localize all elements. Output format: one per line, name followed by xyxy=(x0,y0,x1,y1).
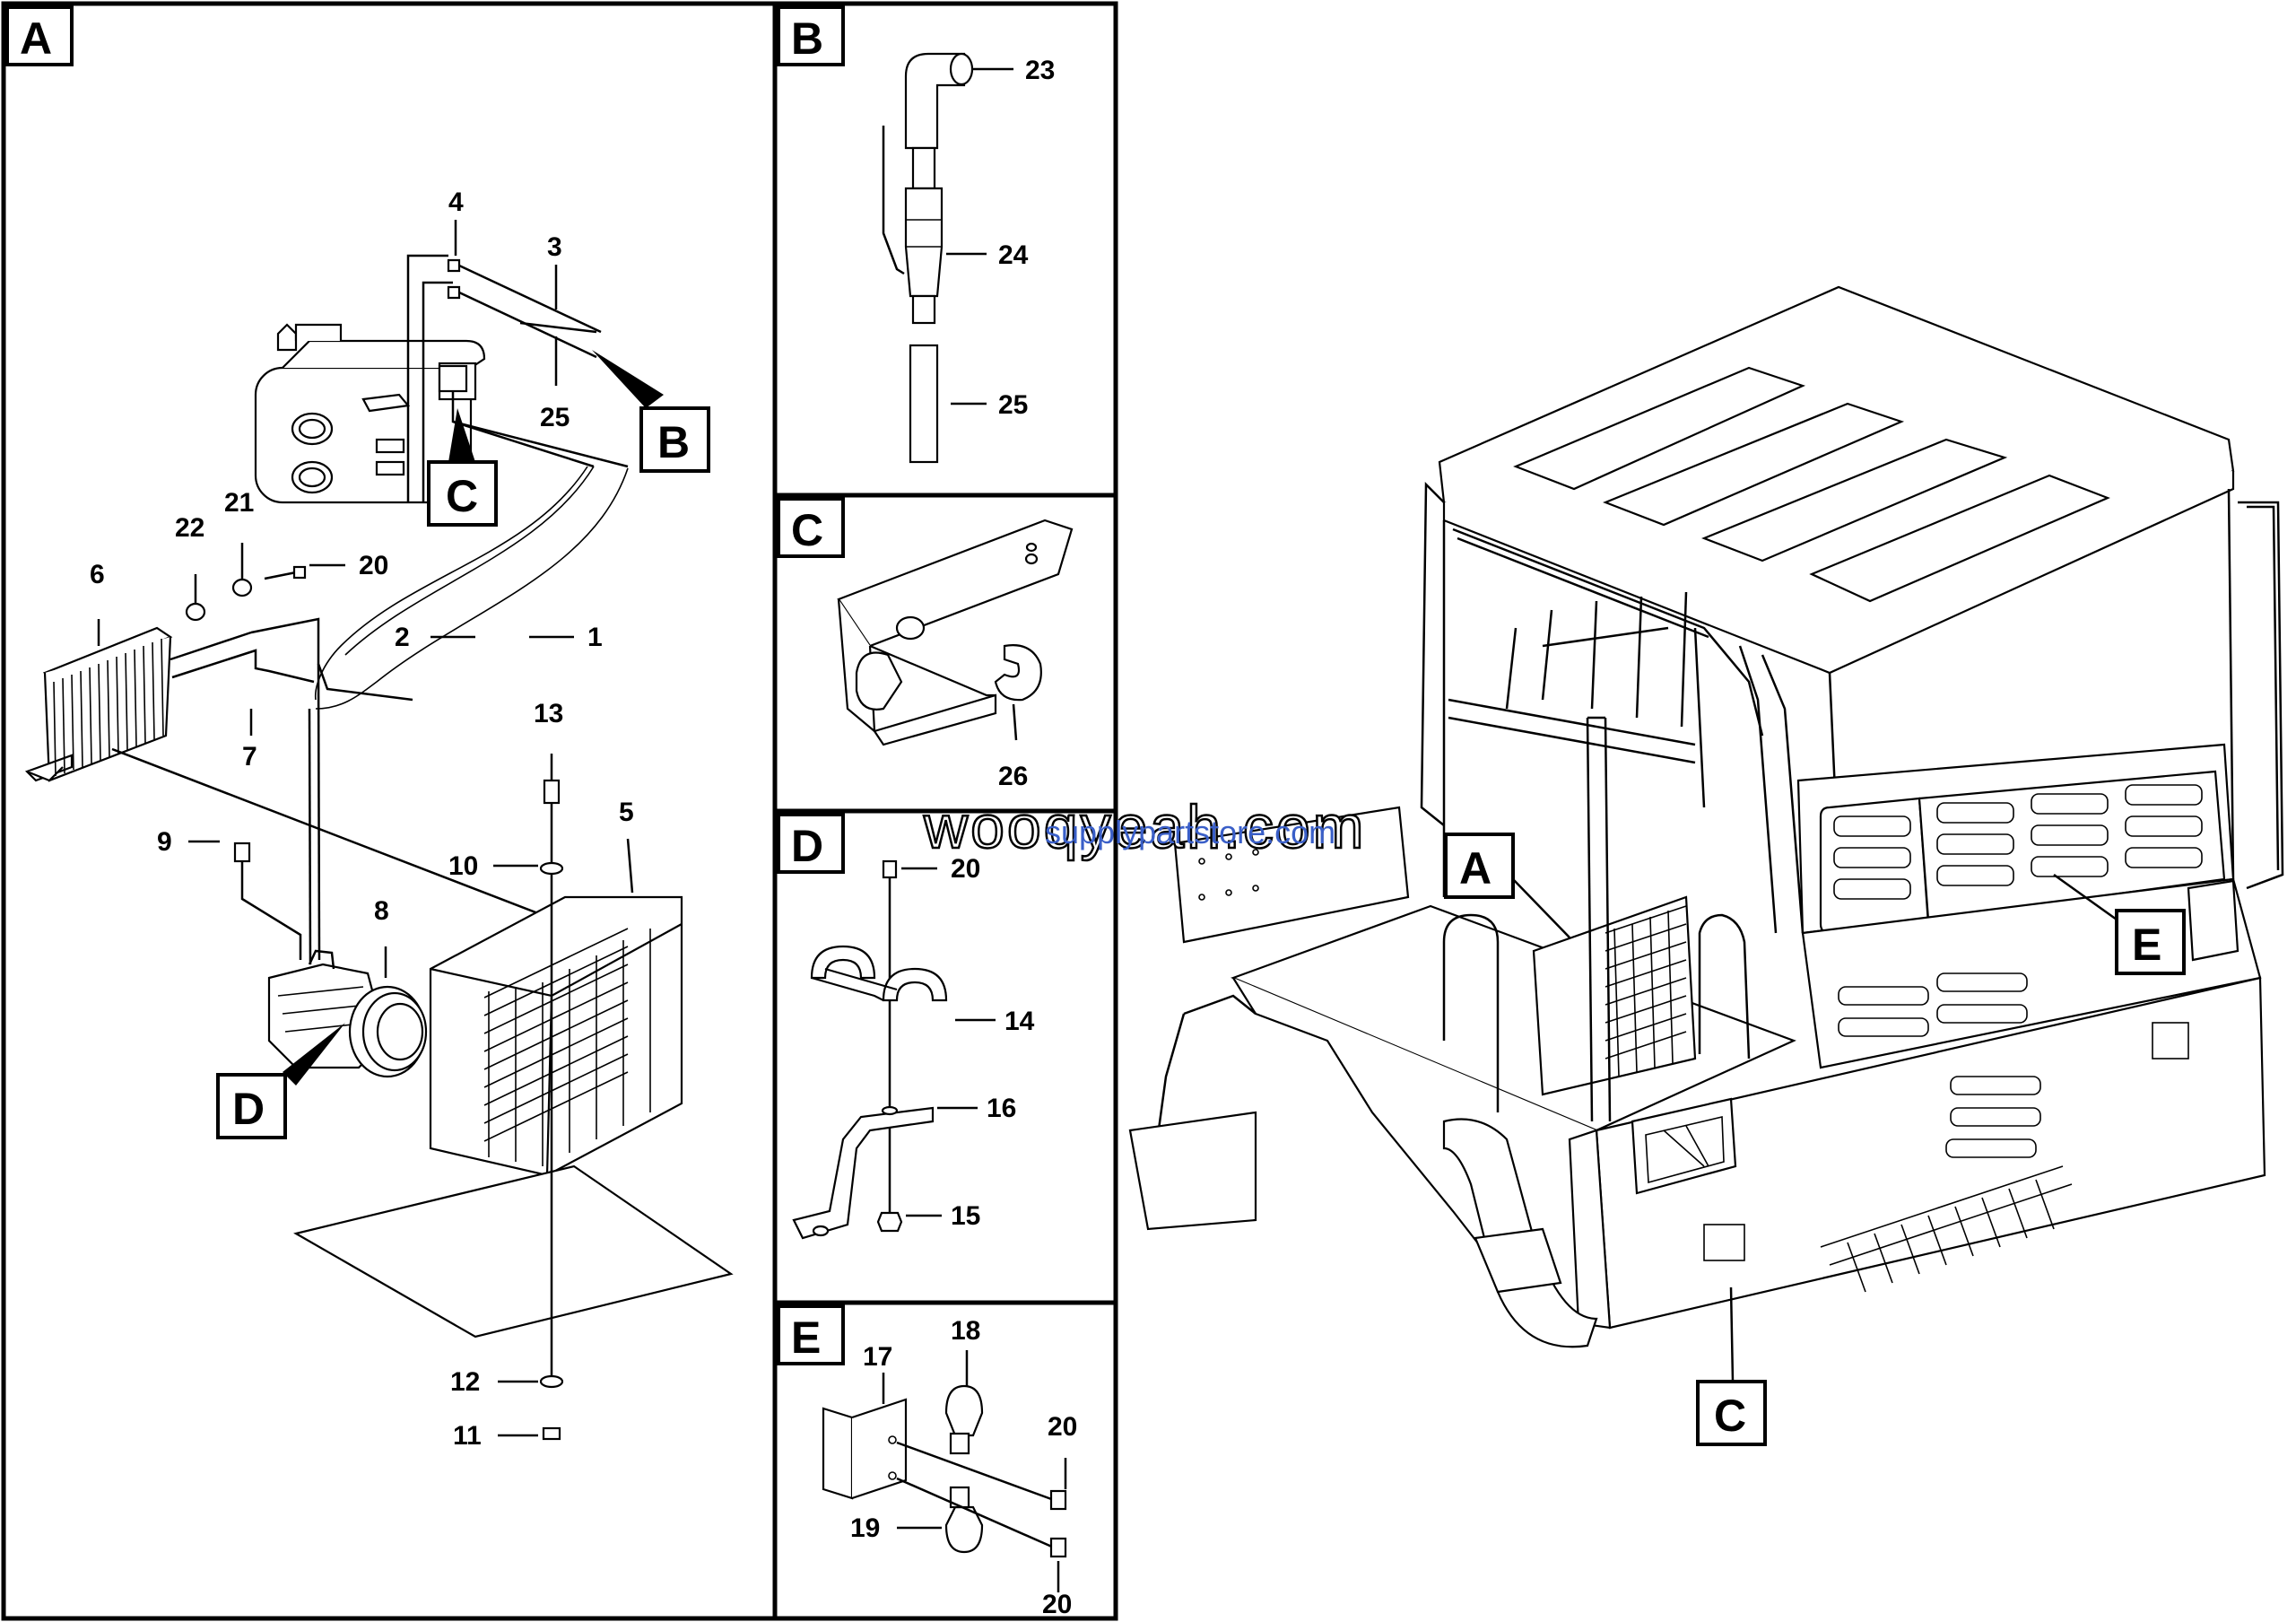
part-number-11: 11 xyxy=(453,1421,482,1451)
headlamp-left xyxy=(1631,1097,1737,1195)
panel-d-label: D xyxy=(791,821,823,871)
callout-main-e-label: E xyxy=(2132,920,2161,970)
watermark-secondary: supplypartstore.com xyxy=(1045,814,1335,850)
part-number-21: 21 xyxy=(224,488,254,518)
part-number-22: 22 xyxy=(175,513,204,543)
part-number-20-e-upper: 20 xyxy=(1048,1412,1077,1442)
part-number-9: 9 xyxy=(157,827,172,857)
part-number-25: 25 xyxy=(540,403,570,432)
callout-a-d-label: D xyxy=(232,1084,265,1134)
part-number-20-a: 20 xyxy=(359,551,388,580)
callout-a-c-label: C xyxy=(446,471,478,521)
clamp-half-right xyxy=(882,967,948,1002)
part-number-4: 4 xyxy=(448,187,464,217)
panel-d-tag: D xyxy=(777,813,845,874)
panel-e-drawing xyxy=(822,1350,1067,1592)
part-number-20-e-lower: 20 xyxy=(1042,1590,1072,1619)
callout-main-a-label: A xyxy=(1459,843,1492,894)
hose-section xyxy=(909,344,939,464)
cab-overview-drawing xyxy=(1128,285,2284,1348)
elbow-hose-end xyxy=(904,52,966,150)
panel-a-frame xyxy=(1,1,778,1621)
panel-d-drawing xyxy=(792,859,996,1240)
callout-a-b-label: B xyxy=(657,417,690,467)
part-number-16: 16 xyxy=(987,1094,1016,1123)
part-number-7: 7 xyxy=(242,742,257,772)
panel-e-label: E xyxy=(791,1312,821,1363)
p-clamp-upper xyxy=(944,1384,984,1437)
callout-main-e: E xyxy=(2053,873,2186,975)
panel-c-label: C xyxy=(791,505,823,555)
angle-bracket xyxy=(822,1407,854,1500)
part-number-18: 18 xyxy=(951,1316,980,1346)
part-number-2: 2 xyxy=(395,623,410,652)
panel-a-leaders xyxy=(97,220,634,1437)
panel-a-drawing xyxy=(24,254,734,1441)
callout-main-c: C xyxy=(1696,1286,1767,1446)
rubber-grommet xyxy=(994,644,1042,702)
callout-main-c-label: C xyxy=(1714,1391,1746,1441)
clamp-half-left xyxy=(810,945,876,980)
panel-b-tag: B xyxy=(777,5,845,66)
heater-box xyxy=(254,323,486,504)
part-number-6: 6 xyxy=(90,560,105,589)
floor-plate xyxy=(293,1164,734,1339)
evaporator-core xyxy=(429,895,683,1177)
panel-a-tag: A xyxy=(5,5,74,66)
part-number-20-d: 20 xyxy=(951,854,980,884)
part-number-17: 17 xyxy=(863,1342,892,1372)
mounting-bracket xyxy=(792,1106,935,1240)
part-number-23: 23 xyxy=(1025,56,1055,85)
panel-e-tag: E xyxy=(777,1304,845,1365)
part-number-8: 8 xyxy=(374,896,389,926)
p-clamp-lower xyxy=(944,1505,984,1554)
part-number-12: 12 xyxy=(450,1367,480,1397)
panel-c-tag: C xyxy=(777,497,845,558)
panel-a-label: A xyxy=(20,13,52,64)
watermark-primary: wooqyeah.com xyxy=(923,793,1366,861)
part-number-13: 13 xyxy=(534,699,563,728)
part-number-19: 19 xyxy=(850,1513,880,1543)
callout-a-b: B xyxy=(592,350,710,473)
callout-a-c: C xyxy=(427,408,498,527)
part-number-26: 26 xyxy=(998,762,1028,791)
compressor xyxy=(267,949,428,1078)
valve-body xyxy=(904,187,944,298)
panel-b-drawing xyxy=(882,52,1013,464)
hose-clip xyxy=(855,651,903,711)
part-number-25-b: 25 xyxy=(998,390,1028,420)
part-number-5: 5 xyxy=(619,798,634,827)
nut xyxy=(876,1211,903,1233)
panel-b-label: B xyxy=(791,13,823,64)
part-number-10: 10 xyxy=(448,851,478,881)
condenser xyxy=(24,626,173,782)
bracket-plate xyxy=(837,519,1074,648)
callout-main-a: A xyxy=(1444,833,1570,938)
part-number-14: 14 xyxy=(1004,1007,1035,1036)
part-number-24: 24 xyxy=(998,240,1029,270)
callout-a-d: D xyxy=(216,1023,345,1139)
part-number-1: 1 xyxy=(587,623,603,652)
part-number-3: 3 xyxy=(547,232,562,262)
panel-c-drawing xyxy=(837,519,1074,746)
part-number-15: 15 xyxy=(951,1201,980,1231)
